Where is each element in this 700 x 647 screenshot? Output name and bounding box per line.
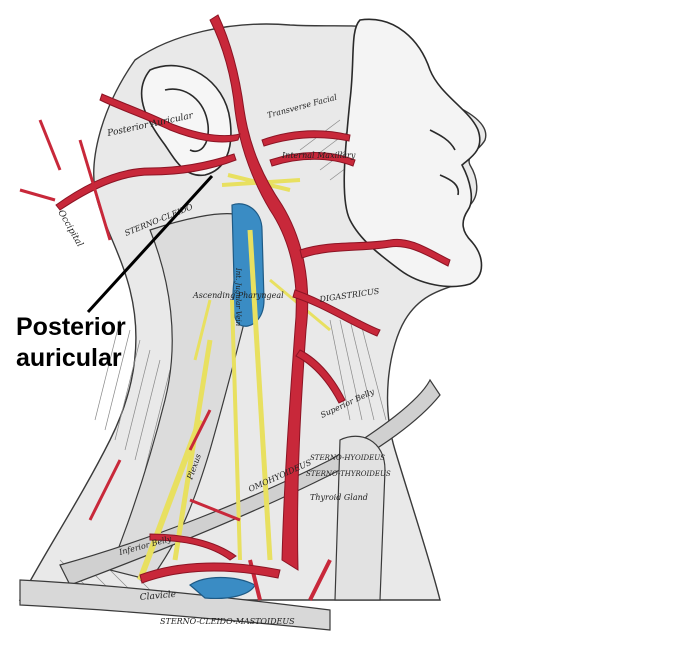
callout-leader-line: [86, 174, 214, 314]
label-clavicle: Clavicle: [139, 590, 176, 603]
label-sterno-cleido-mastoid: STERNO-CLEIDO-MASTOIDEUS: [160, 617, 295, 626]
label-thyroid-gland: Thyroid Gland: [310, 493, 368, 502]
larynx-trachea: [334, 435, 386, 601]
posterior-auricular-callout: Posterior auricular: [16, 312, 126, 374]
omohyoid-muscle: [59, 378, 441, 586]
clavicle: [19, 579, 331, 631]
label-jugular-vein: Int. Jugular Vein: [234, 267, 242, 327]
label-sternohyoid: STERNO-HYOIDEUS: [310, 454, 385, 462]
callout-line-2: auricular: [16, 344, 122, 372]
arteries: [19, 14, 451, 601]
label-ascending-pharyngeal: Ascending Pharyngeal: [192, 291, 284, 300]
ear: [140, 64, 232, 176]
face-profile: [343, 18, 483, 288]
label-internal-maxillary: Internal Maxillary: [281, 151, 356, 160]
callout-line-1: Posterior: [16, 313, 126, 341]
label-sterno-thyroid: STERNO-THYROIDEUS: [306, 470, 391, 478]
nerves: [137, 173, 331, 582]
